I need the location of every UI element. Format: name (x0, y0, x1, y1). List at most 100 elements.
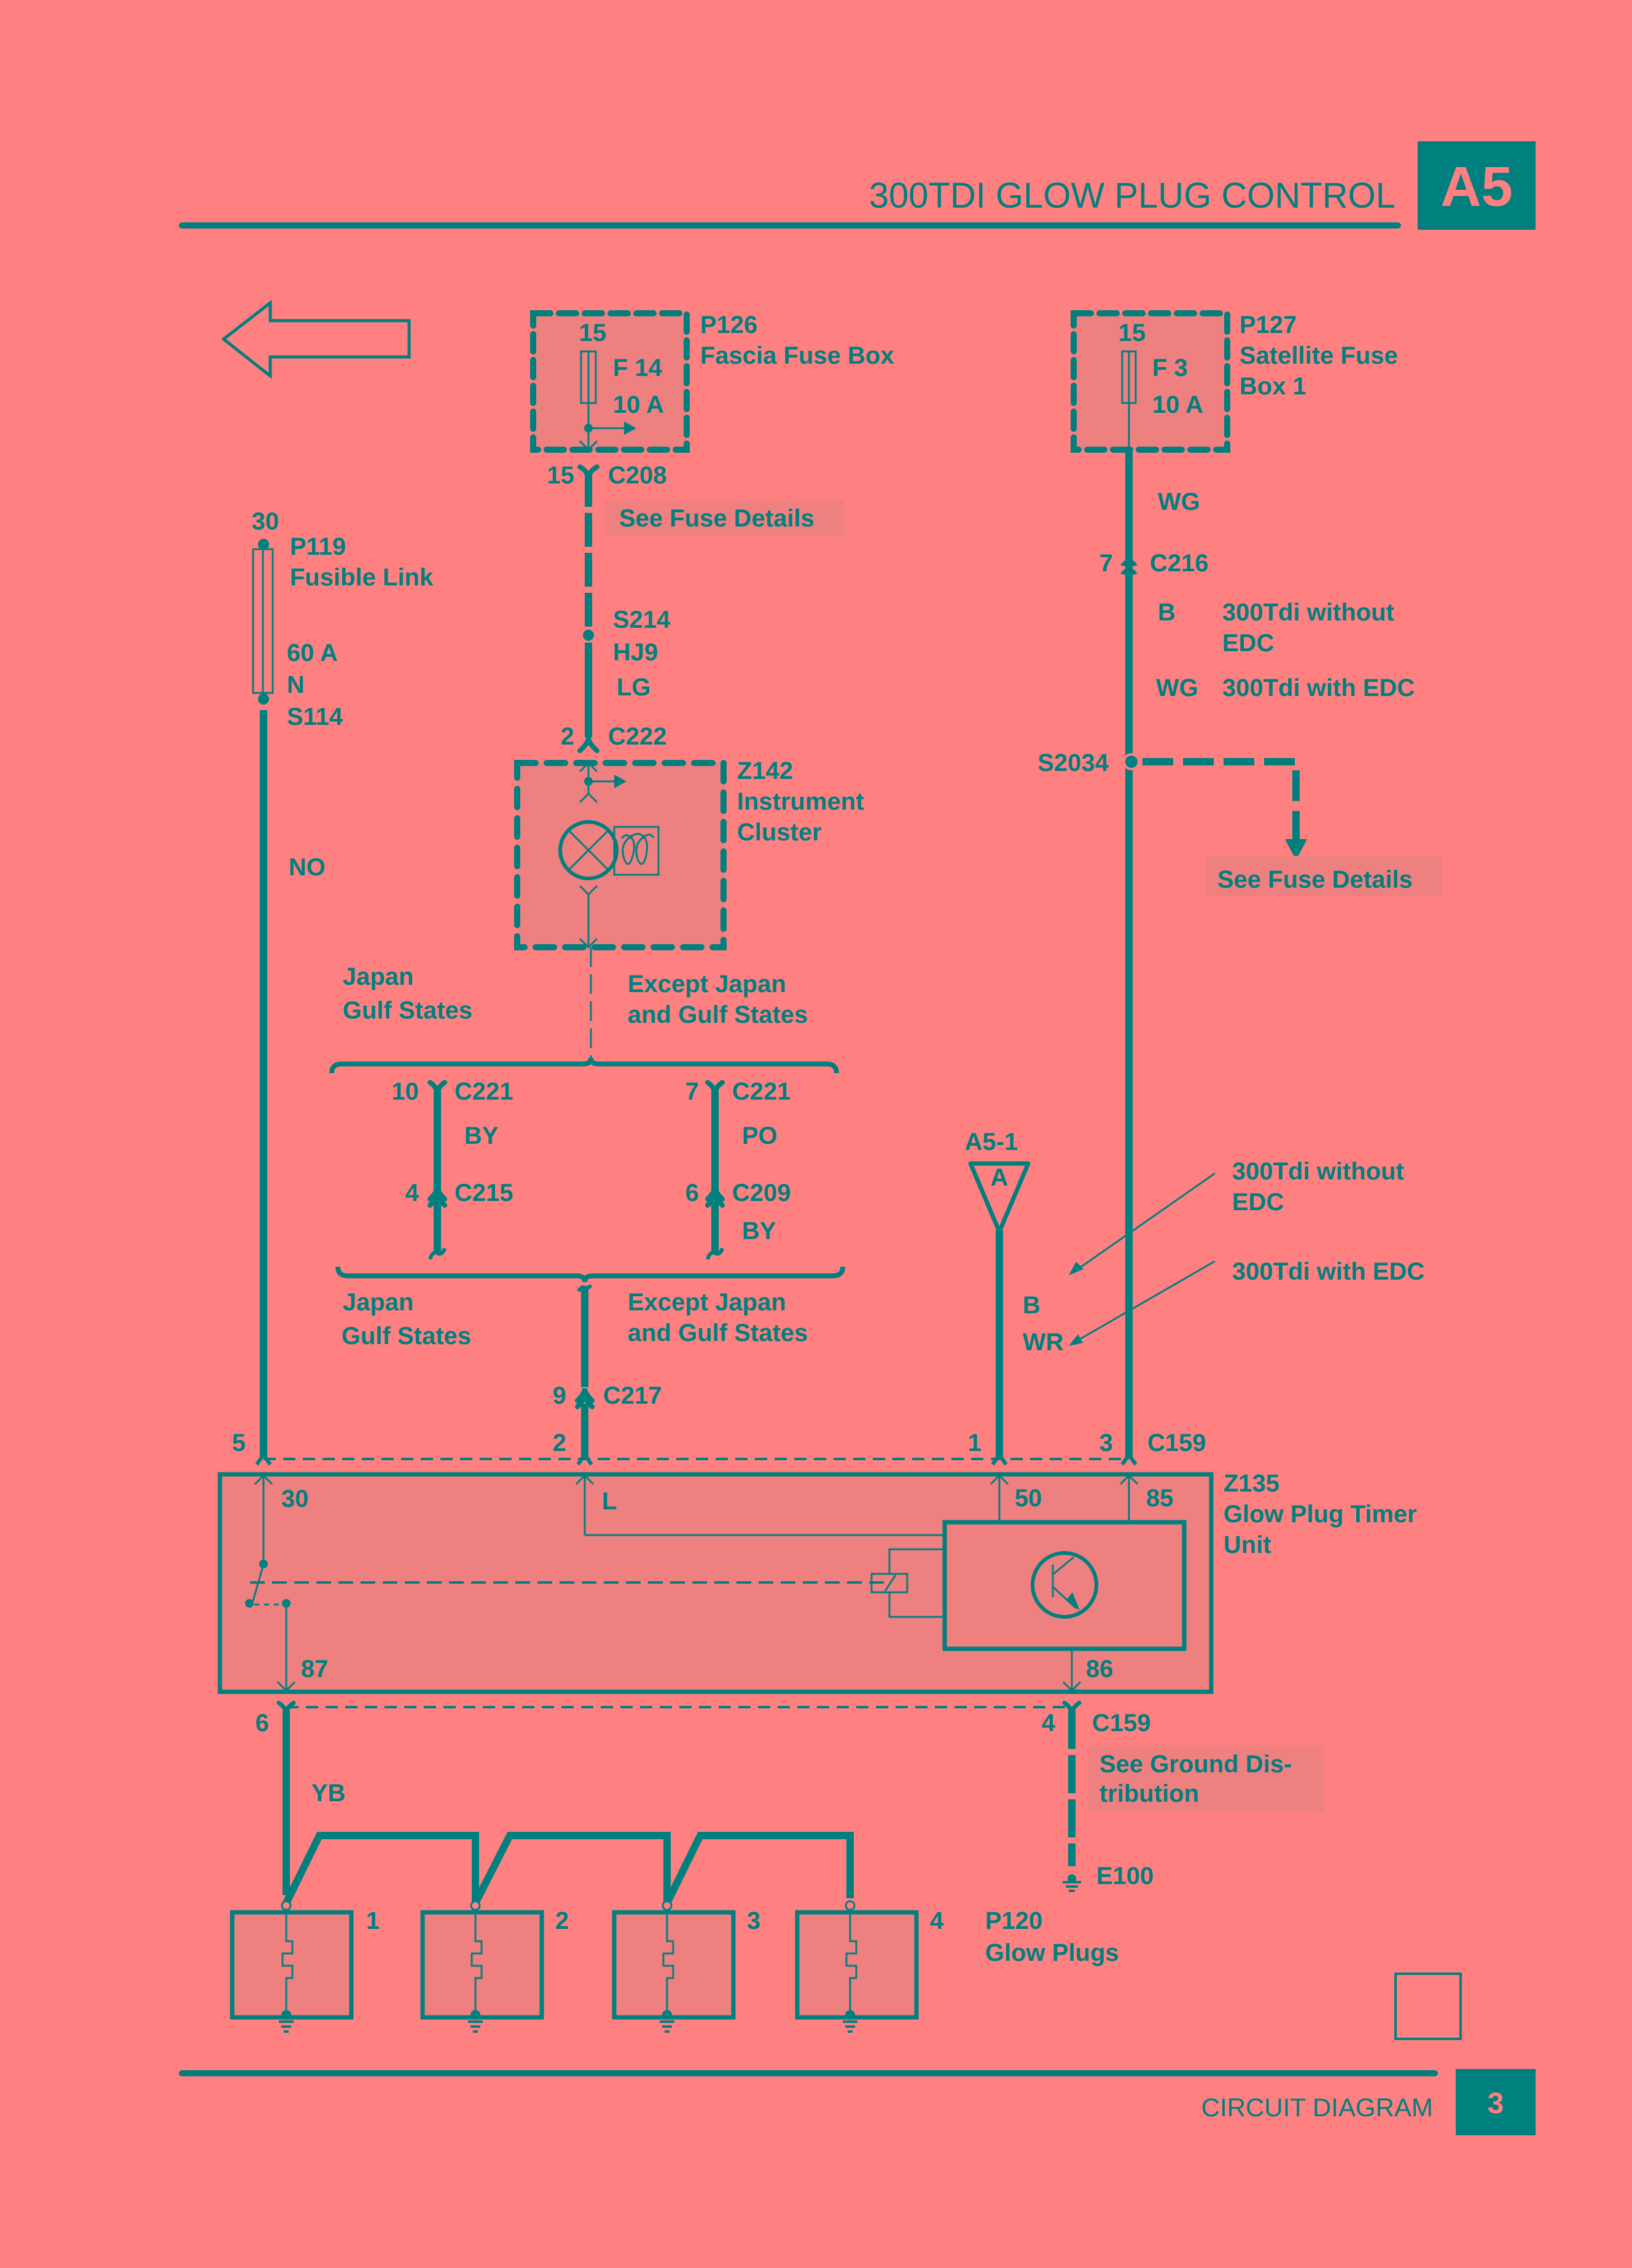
c221-right-id: C221 (732, 1078, 791, 1105)
c221-left-pin: 10 (392, 1078, 420, 1105)
see-fuse-details-note-1[interactable] (605, 501, 845, 536)
c221-right-pin: 7 (685, 1078, 699, 1105)
p119-pin: 30 (252, 508, 279, 535)
japan-label-upper-1: Japan (343, 963, 414, 990)
c159-top-connector: 5 2 1 3 C159 (232, 1429, 1206, 1466)
checkbox-square[interactable] (1394, 1973, 1462, 2040)
section-badge (1418, 141, 1536, 230)
c217-pin: 9 (553, 1382, 566, 1409)
wire-color-lg: LG (617, 674, 651, 701)
c209-id: C209 (732, 1179, 791, 1206)
c209-pin: 6 (685, 1179, 699, 1206)
p127-id: P127 (1240, 311, 1297, 338)
wire-p126-to-z142: 15 C208 See Fuse Details S214 HJ9 LG 2 C… (547, 462, 845, 753)
see-ground-distribution-note[interactable] (1087, 1745, 1324, 1812)
a5-1-reference[interactable]: A5-1 A B WR (965, 1128, 1064, 1457)
p126-pin: 15 (579, 319, 607, 346)
connector-male-icon (577, 737, 599, 753)
wire-color-b: B (1023, 1292, 1040, 1319)
s214-sub: HJ9 (613, 639, 658, 666)
variant-b-line2: EDC (1222, 630, 1274, 657)
wire-yb-to-glow-plugs: YB (283, 1711, 854, 1905)
p119-id: P119 (290, 533, 346, 560)
c208-id: C208 (608, 462, 667, 489)
branch-japan: 10 C221 BY 4 C215 (392, 1078, 513, 1260)
glow-plug-1-label: 1 (366, 1907, 380, 1934)
p120-glow-plugs: 1 2 3 (230, 1900, 1119, 2033)
relay-switch-icon (245, 1560, 291, 1608)
c159-bottom-id: C159 (1092, 1710, 1151, 1737)
glow-plug-1: 1 (230, 1900, 380, 2033)
japan-label-lower-2: Gulf States (342, 1323, 471, 1350)
z142-name-line1: Instrument (737, 788, 864, 815)
c159-pin-5: 5 (232, 1429, 246, 1457)
c222-pin: 2 (561, 723, 574, 750)
p127-fuse: F 3 (1152, 354, 1188, 381)
glow-plug-4-label: 4 (930, 1907, 944, 1934)
c159-bottom-connector: 6 4 C159 (256, 1700, 1151, 1737)
s2034-id: S2034 (1037, 749, 1109, 776)
off-page-reference-icon[interactable] (968, 1161, 1031, 1234)
wire-p127-to-timer-pin-85: WG 7 C216 B 300Tdi without EDC WG 300Tdi… (1037, 450, 1442, 1457)
p126-rating: 10 A (613, 391, 664, 418)
z135-glow-plug-timer-unit: 30 87 L (217, 1470, 1417, 1694)
except-label-lower-1: Except Japan (628, 1289, 786, 1316)
c208-pin: 15 (547, 462, 575, 489)
callout-without-line1: 300Tdi without (1232, 1158, 1404, 1185)
glow-plug-2-label: 2 (555, 1907, 569, 1934)
see-fuse-details-1[interactable]: See Fuse Details (619, 505, 814, 532)
p126-name: Fascia Fuse Box (700, 342, 894, 369)
a5-1-symbol: A (991, 1164, 1009, 1191)
z135-pin-87: 87 (301, 1656, 329, 1683)
back-arrow-icon[interactable] (221, 299, 411, 380)
z142-instrument-cluster: Z142 Instrument Cluster (514, 757, 864, 950)
c216-pin: 7 (1099, 550, 1113, 577)
c159-pin-2: 2 (553, 1429, 566, 1457)
variant-brace-upper (329, 1057, 839, 1074)
page-number-badge (1456, 2069, 1536, 2135)
footer-label: CIRCUIT DIAGRAM (1201, 2093, 1433, 2122)
c159-pin-1: 1 (968, 1429, 982, 1457)
p120-id: P120 (985, 1907, 1042, 1934)
p126-id: P126 (700, 311, 757, 338)
arrow-right-icon (624, 421, 636, 435)
p126-fuse: F 14 (613, 354, 663, 381)
see-fuse-details-2[interactable]: See Fuse Details (1217, 866, 1413, 893)
ground-wire-e100: See Ground Dis- tribution E100 (1063, 1711, 1324, 1892)
arrow-icon (1069, 1334, 1083, 1346)
variant-callouts: 300Tdi without EDC 300Tdi with EDC (1069, 1158, 1424, 1346)
c215-id: C215 (455, 1179, 513, 1206)
z135-pin-30: 30 (281, 1485, 309, 1512)
z135-pin-86: 86 (1086, 1656, 1114, 1683)
wire-color-po: PO (742, 1122, 778, 1149)
z135-id: Z135 (1224, 1470, 1279, 1497)
transistor-icon (1031, 1551, 1098, 1619)
page-title: 300TDI GLOW PLUG CONTROL (869, 176, 1396, 216)
z142-name-line2: Cluster (737, 819, 822, 846)
see-fuse-details-note-2[interactable] (1205, 856, 1442, 896)
arrow-icon (1069, 1262, 1083, 1275)
variant-wg-line1: 300Tdi with EDC (1222, 675, 1415, 702)
ground-icon (1063, 1874, 1081, 1892)
p126-fascia-fuse-box: 15 F 14 10 A P126 Fascia Fuse Box (530, 310, 894, 453)
wire-color-wr: WR (1023, 1329, 1064, 1356)
c159-pin-3: 3 (1099, 1429, 1113, 1457)
callout-without-line2: EDC (1232, 1189, 1284, 1216)
p119-fusible-link: 30 P119 Fusible Link 60 A N S114 NO (252, 508, 434, 1457)
page-footer: CIRCUIT DIAGRAM 3 (179, 2069, 1536, 2135)
variant-b-code: B (1158, 599, 1176, 626)
p119-name: Fusible Link (290, 564, 434, 591)
see-ground-line1[interactable]: See Ground Dis- (1099, 1751, 1292, 1778)
s214-id: S214 (613, 606, 671, 633)
see-ground-line2[interactable]: tribution (1099, 1780, 1199, 1807)
c222-id: C222 (608, 723, 667, 750)
relay-coil-icon (870, 1548, 945, 1618)
c221-left-id: C221 (455, 1078, 513, 1105)
z135-name-line2: Unit (1224, 1531, 1271, 1558)
z142-id: Z142 (737, 757, 793, 784)
a5-1-id[interactable]: A5-1 (965, 1128, 1018, 1156)
callout-with: 300Tdi with EDC (1232, 1258, 1424, 1285)
z135-pin-85: 85 (1146, 1485, 1174, 1512)
timer-control-module (942, 1520, 1187, 1651)
